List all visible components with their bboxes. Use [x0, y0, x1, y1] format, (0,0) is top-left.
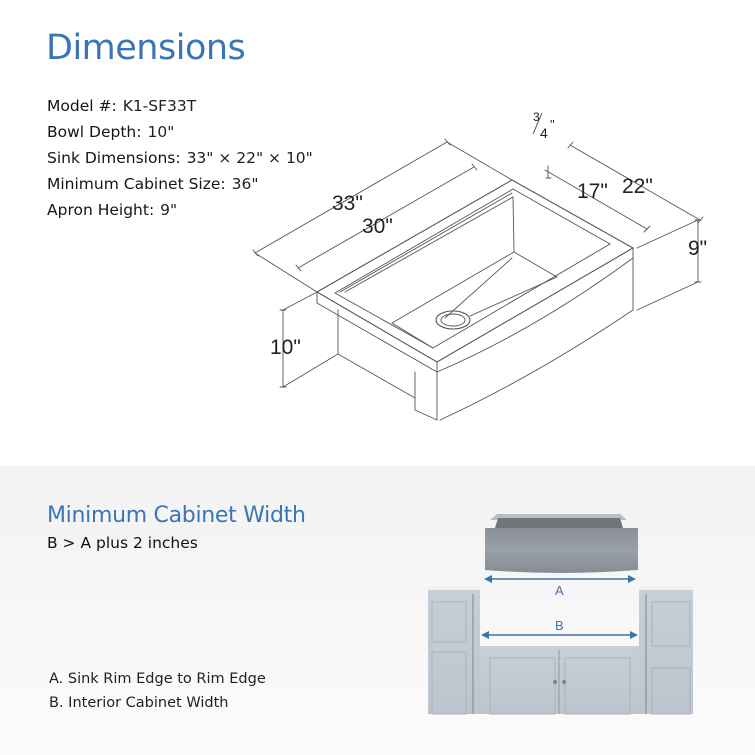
spec-value: K1-SF33T: [122, 97, 197, 115]
right-cabinet: [639, 588, 693, 714]
spec-value: 9": [160, 201, 178, 219]
page-title: Dimensions: [46, 28, 246, 68]
label-17: 17": [577, 180, 608, 203]
label-rim-den: 4: [540, 125, 548, 141]
spec-model: Model #: K1-SF33T: [47, 93, 313, 119]
spec-list: Model #: K1-SF33T Bowl Depth: 10" Sink Dim…: [47, 93, 313, 223]
arrow-a: [484, 575, 636, 583]
spec-label: Minimum Cabinet Size:: [47, 175, 226, 193]
arrow-b-label: B: [555, 618, 564, 633]
spec-apron-height: Apron Height: 9": [47, 197, 313, 223]
legend-item-a: A. Sink Rim Edge to Rim Edge: [49, 671, 266, 687]
apron: [436, 247, 634, 373]
dim-30: [295, 163, 478, 272]
label-30: 30": [362, 215, 393, 238]
section-title: Minimum Cabinet Width: [47, 503, 306, 528]
label-rim-num: 3: [533, 110, 540, 124]
cabinet-illustration: A B: [428, 514, 693, 715]
cabinet-rule: B > A plus 2 inches: [47, 534, 198, 552]
label-9: 9": [688, 237, 707, 260]
label-33: 33": [332, 192, 363, 215]
arrow-a-label: A: [555, 583, 564, 598]
legend-item-b: B. Interior Cabinet Width: [49, 695, 229, 711]
sink-line-drawing: 33" 30" 17" 22" 9" 10" 3 4 ": [252, 110, 707, 421]
spec-value: 10": [147, 123, 175, 141]
spec-label: Bowl Depth:: [47, 123, 142, 141]
left-cabinet: [428, 588, 480, 714]
spec-label: Model #:: [47, 97, 117, 115]
sink-photo: [485, 514, 638, 573]
dim-17: [544, 169, 651, 233]
label-22: 22": [622, 175, 653, 198]
spec-label: Apron Height:: [47, 201, 155, 219]
spec-sink-dimensions: Sink Dimensions: 33" × 22" × 10": [47, 145, 313, 171]
spec-value: 33" × 22" × 10": [186, 149, 313, 167]
spec-value: 36": [231, 175, 259, 193]
rim-outer: [315, 179, 635, 363]
spec-bowl-depth: Bowl Depth: 10": [47, 119, 313, 145]
label-rim-unit: ": [550, 117, 555, 132]
arrow-b: [481, 631, 638, 639]
label-10: 10": [270, 336, 301, 359]
spec-label: Sink Dimensions:: [47, 149, 181, 167]
bowl-opening: [334, 188, 611, 349]
dimensions-panel: [0, 0, 755, 466]
spec-min-cabinet: Minimum Cabinet Size: 36": [47, 171, 313, 197]
drain: [435, 310, 471, 330]
legend: A. Sink Rim Edge to Rim Edge B. Interior…: [49, 667, 266, 715]
